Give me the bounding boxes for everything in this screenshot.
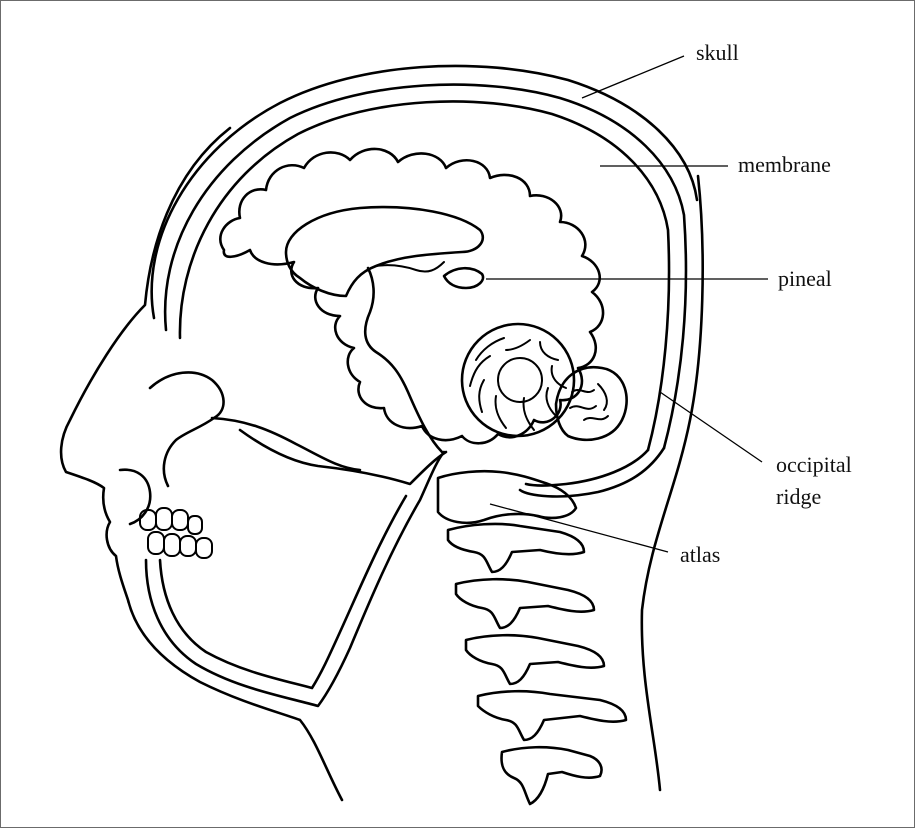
jaw-outline <box>146 452 444 706</box>
occipital-label: occipital <box>776 452 852 477</box>
upper-teeth <box>140 508 202 534</box>
cervical-spine <box>438 471 626 804</box>
cerebellum-lobe-folds <box>570 384 608 420</box>
eye-socket-outline <box>150 372 224 486</box>
skull-base-outline <box>240 430 446 484</box>
corpus-callosum <box>286 207 483 296</box>
skull-label: skull <box>696 40 739 65</box>
occipital-ridge-leader-line <box>660 392 762 462</box>
skull-inner-outline <box>165 85 686 448</box>
membrane-label: membrane <box>738 152 831 177</box>
vertebra-4 <box>466 635 604 684</box>
lower-teeth <box>148 532 212 558</box>
pineal-label: pineal <box>778 266 832 291</box>
vertebra-2 <box>448 524 584 572</box>
vertebra-3 <box>456 579 594 628</box>
neck-back-outline <box>642 176 703 790</box>
jaw-inner-outline <box>160 496 406 688</box>
cheekbone-outline <box>212 418 360 470</box>
atlas-leader-line <box>490 504 668 552</box>
ridge-label: ridge <box>776 484 821 509</box>
atlas-label: atlas <box>680 542 720 567</box>
skull-leader-line <box>582 56 684 98</box>
nasal-outline <box>120 470 150 524</box>
skull-outer-outline <box>152 66 697 318</box>
pineal-gland <box>444 268 483 288</box>
cerebellum-lobe <box>556 367 627 440</box>
vertebra-5 <box>478 691 626 740</box>
brainstem-outline <box>365 268 442 452</box>
vertebra-6 <box>502 747 602 804</box>
